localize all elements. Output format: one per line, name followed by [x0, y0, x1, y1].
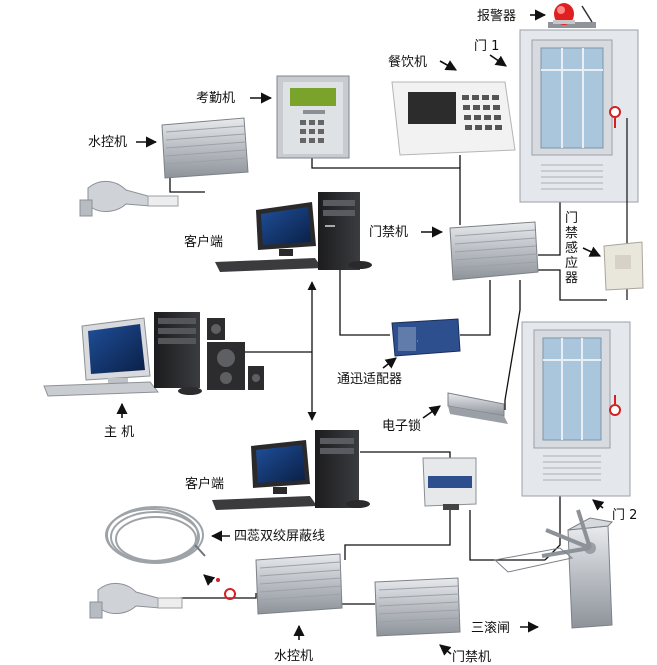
- communication-adapter-label: 通迅适配器: [337, 372, 402, 387]
- wire-door-ctrl-to-elock: [504, 280, 521, 410]
- water-controller-bottom-label: 水控机: [274, 649, 313, 664]
- client-bottom-image: [212, 430, 370, 510]
- electronic-lock-label: 电子锁: [382, 418, 421, 434]
- wire-client-to-converter: [360, 451, 451, 458]
- client-bottom-label: 客户端: [185, 476, 224, 492]
- canteen-arrow: [439, 60, 457, 71]
- wire-converter-to-turnstile-ctrl: [469, 510, 545, 561]
- door-2-label: 门 2: [612, 508, 637, 523]
- door-ctrl-bottom-arrow: [439, 644, 452, 656]
- faucet-top-image: [79, 181, 179, 217]
- water-controller-top-label: 水控机: [88, 135, 127, 150]
- faucet-bottom-image: [89, 574, 236, 619]
- sensor-char-0: 门: [565, 211, 578, 226]
- wires: [169, 150, 607, 605]
- alarm-label: 报警器: [477, 8, 516, 24]
- wire-door-ctrl-to-adapter: [460, 280, 491, 336]
- host-label: 主 机: [104, 425, 134, 440]
- door-sensor-label: 门 禁 感 应 器: [565, 211, 578, 286]
- water-controller-bottom-image: [255, 553, 343, 615]
- door-1-arrow: [489, 54, 507, 67]
- door-2-arrow: [592, 499, 605, 511]
- elock-arrow: [422, 405, 441, 419]
- adapter-converter-mark: ·: [415, 340, 422, 342]
- canteen-machine-label: 餐饮机: [388, 54, 427, 70]
- door-access-controller-top-label: 门禁机: [369, 225, 408, 240]
- communication-adapter-image: ·: [391, 318, 461, 357]
- wire-door-ctrl-to-sensor: [538, 269, 607, 301]
- wire-client-to-adapter: [339, 270, 390, 336]
- turnstile-label: 三滚闸: [471, 620, 510, 636]
- sensor-char-1: 禁: [565, 226, 578, 241]
- shielded-cable-image: [105, 506, 206, 564]
- sensor-char-4: 器: [565, 271, 578, 286]
- sensor-arrow: [582, 246, 602, 257]
- door-access-controller-bottom-image: [374, 577, 461, 637]
- attendance-machine-label: 考勤机: [196, 91, 235, 106]
- door-access-controller-top-image: [449, 221, 539, 281]
- wire-water-bottom: [180, 593, 257, 599]
- canteen-machine-image: [391, 81, 516, 156]
- sensor-char-3: 应: [565, 255, 578, 271]
- door-1-image: [519, 29, 639, 300]
- wire-converter-down: [344, 510, 451, 560]
- client-top-label: 客户端: [184, 234, 223, 250]
- door-access-controller-bottom-label: 门禁机: [452, 650, 491, 665]
- shielded-cable-label: 四蕊双绞屏蔽线: [234, 528, 325, 544]
- attendance-machine-image: [276, 75, 350, 159]
- wire-water-top: [169, 178, 205, 193]
- door-2-image: [521, 321, 631, 497]
- electronic-lock-image: [447, 392, 508, 424]
- sensor-char-2: 感: [565, 240, 578, 256]
- turnstile-image: [493, 509, 614, 629]
- converter-bottom-image: [422, 457, 477, 510]
- host-computer-image: [43, 312, 264, 397]
- client-top-image: [215, 192, 372, 272]
- wire-door-ctrl-to-door1: [538, 200, 561, 256]
- door-1-label: 门 1: [474, 39, 499, 54]
- alarm-device: [548, 3, 596, 28]
- wire-attendance-to-door-ctrl: [311, 150, 461, 225]
- door-sensor-image: [603, 241, 644, 291]
- adapter-arrow: [382, 357, 397, 369]
- water-controller-top-image: [161, 117, 249, 179]
